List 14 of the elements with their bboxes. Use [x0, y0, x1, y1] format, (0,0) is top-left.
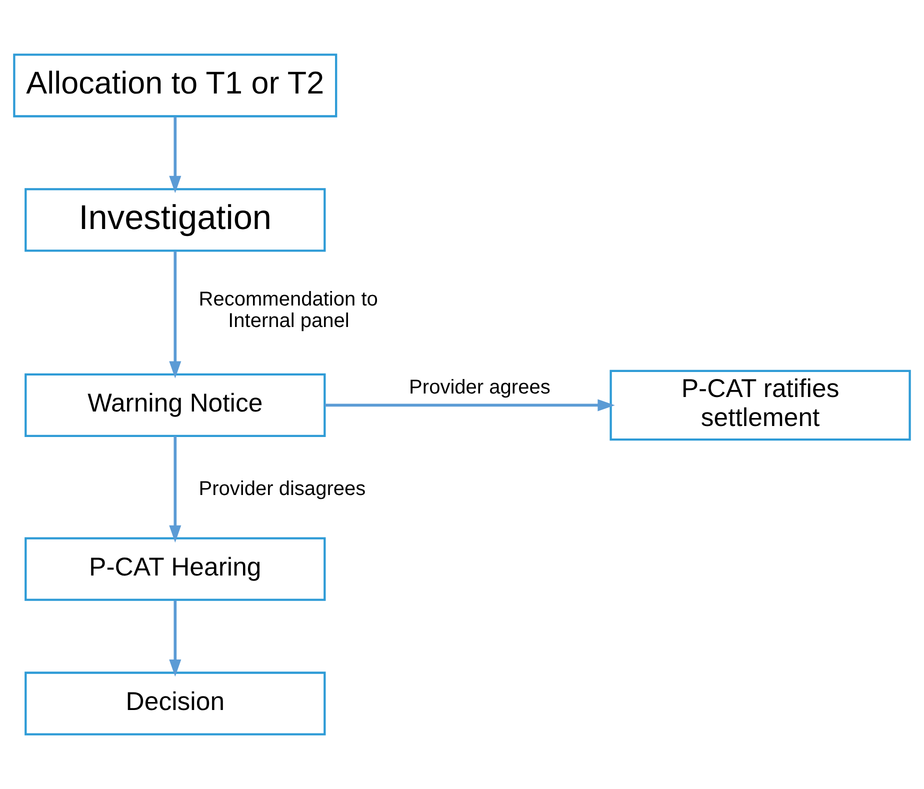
node-box: Warning Notice — [24, 373, 326, 438]
edge-label: Provider agrees — [409, 376, 550, 398]
edge-label: Provider disagrees — [198, 478, 366, 500]
node-box: P-CAT ratifies settlement — [610, 370, 911, 441]
node-box: Decision — [24, 672, 326, 736]
arrow — [169, 436, 182, 543]
arrow — [324, 399, 615, 412]
node-box: Investigation — [24, 188, 326, 252]
arrow — [169, 116, 182, 194]
arrow — [169, 600, 182, 677]
edge-label: Recommendation to Internal panel — [198, 288, 378, 332]
arrow — [169, 251, 182, 378]
node-box: P-CAT Hearing — [24, 537, 326, 601]
node-box: Allocation to T1 or T2 — [13, 54, 338, 118]
